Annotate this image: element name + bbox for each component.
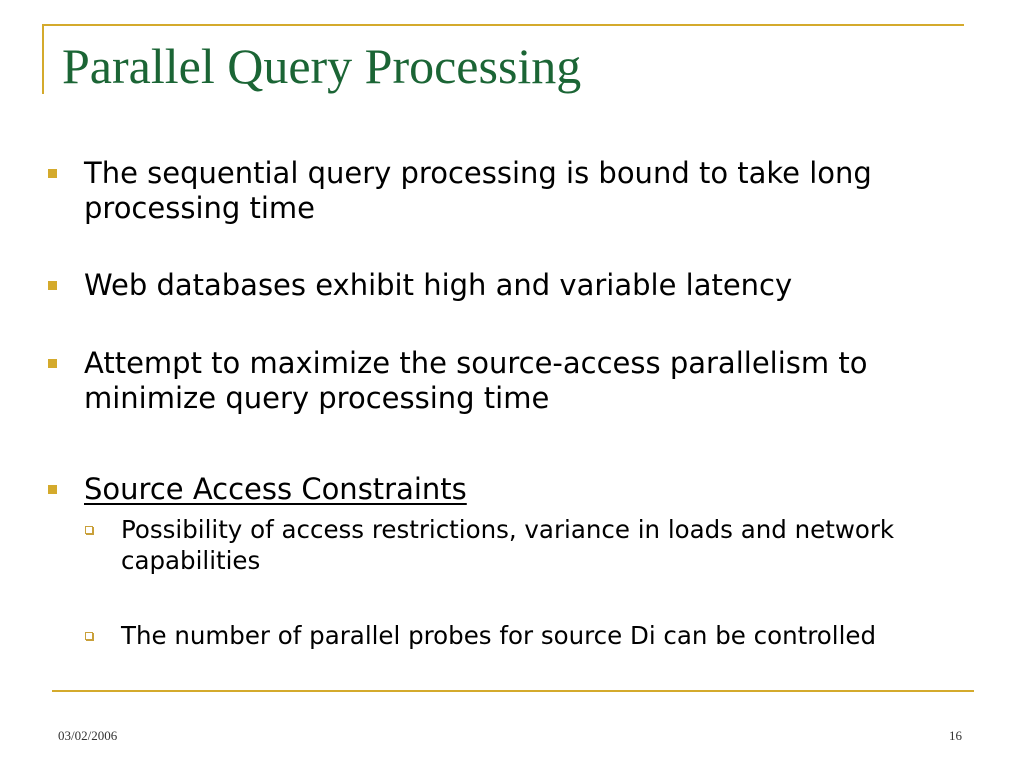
page-number: 16 [949,728,962,743]
hollow-square-bullet-icon [85,526,93,534]
slide-title: Parallel Query Processing [62,38,582,94]
square-bullet-icon [48,485,57,494]
footer-date: 03/02/2006 [58,728,118,743]
sub-bullet-text: Possibility of access restrictions, vari… [121,515,895,575]
bullet-text: Web databases exhibit high and variable … [84,268,793,302]
sub-bullet-item: The number of parallel probes for source… [85,620,975,651]
bullet-text-underlined: Source Access Constraints [84,472,467,506]
frame-top-line [42,24,964,26]
bullet-item: The sequential query processing is bound… [48,156,978,226]
sub-bullet-text: The number of parallel probes for source… [121,621,877,650]
bullet-item: Attempt to maximize the source-access pa… [48,346,978,416]
square-bullet-icon [48,359,57,368]
bullet-item: Web databases exhibit high and variable … [48,268,978,303]
bullet-text: The sequential query processing is bound… [84,156,872,225]
hollow-square-bullet-icon [85,632,93,640]
square-bullet-icon [48,281,57,290]
bullet-text: Attempt to maximize the source-access pa… [84,346,868,415]
bullet-item: Source Access Constraints [48,472,978,507]
sub-bullet-item: Possibility of access restrictions, vari… [85,514,975,576]
frame-left-line [42,24,44,94]
footer-divider-line [52,690,974,692]
square-bullet-icon [48,169,57,178]
